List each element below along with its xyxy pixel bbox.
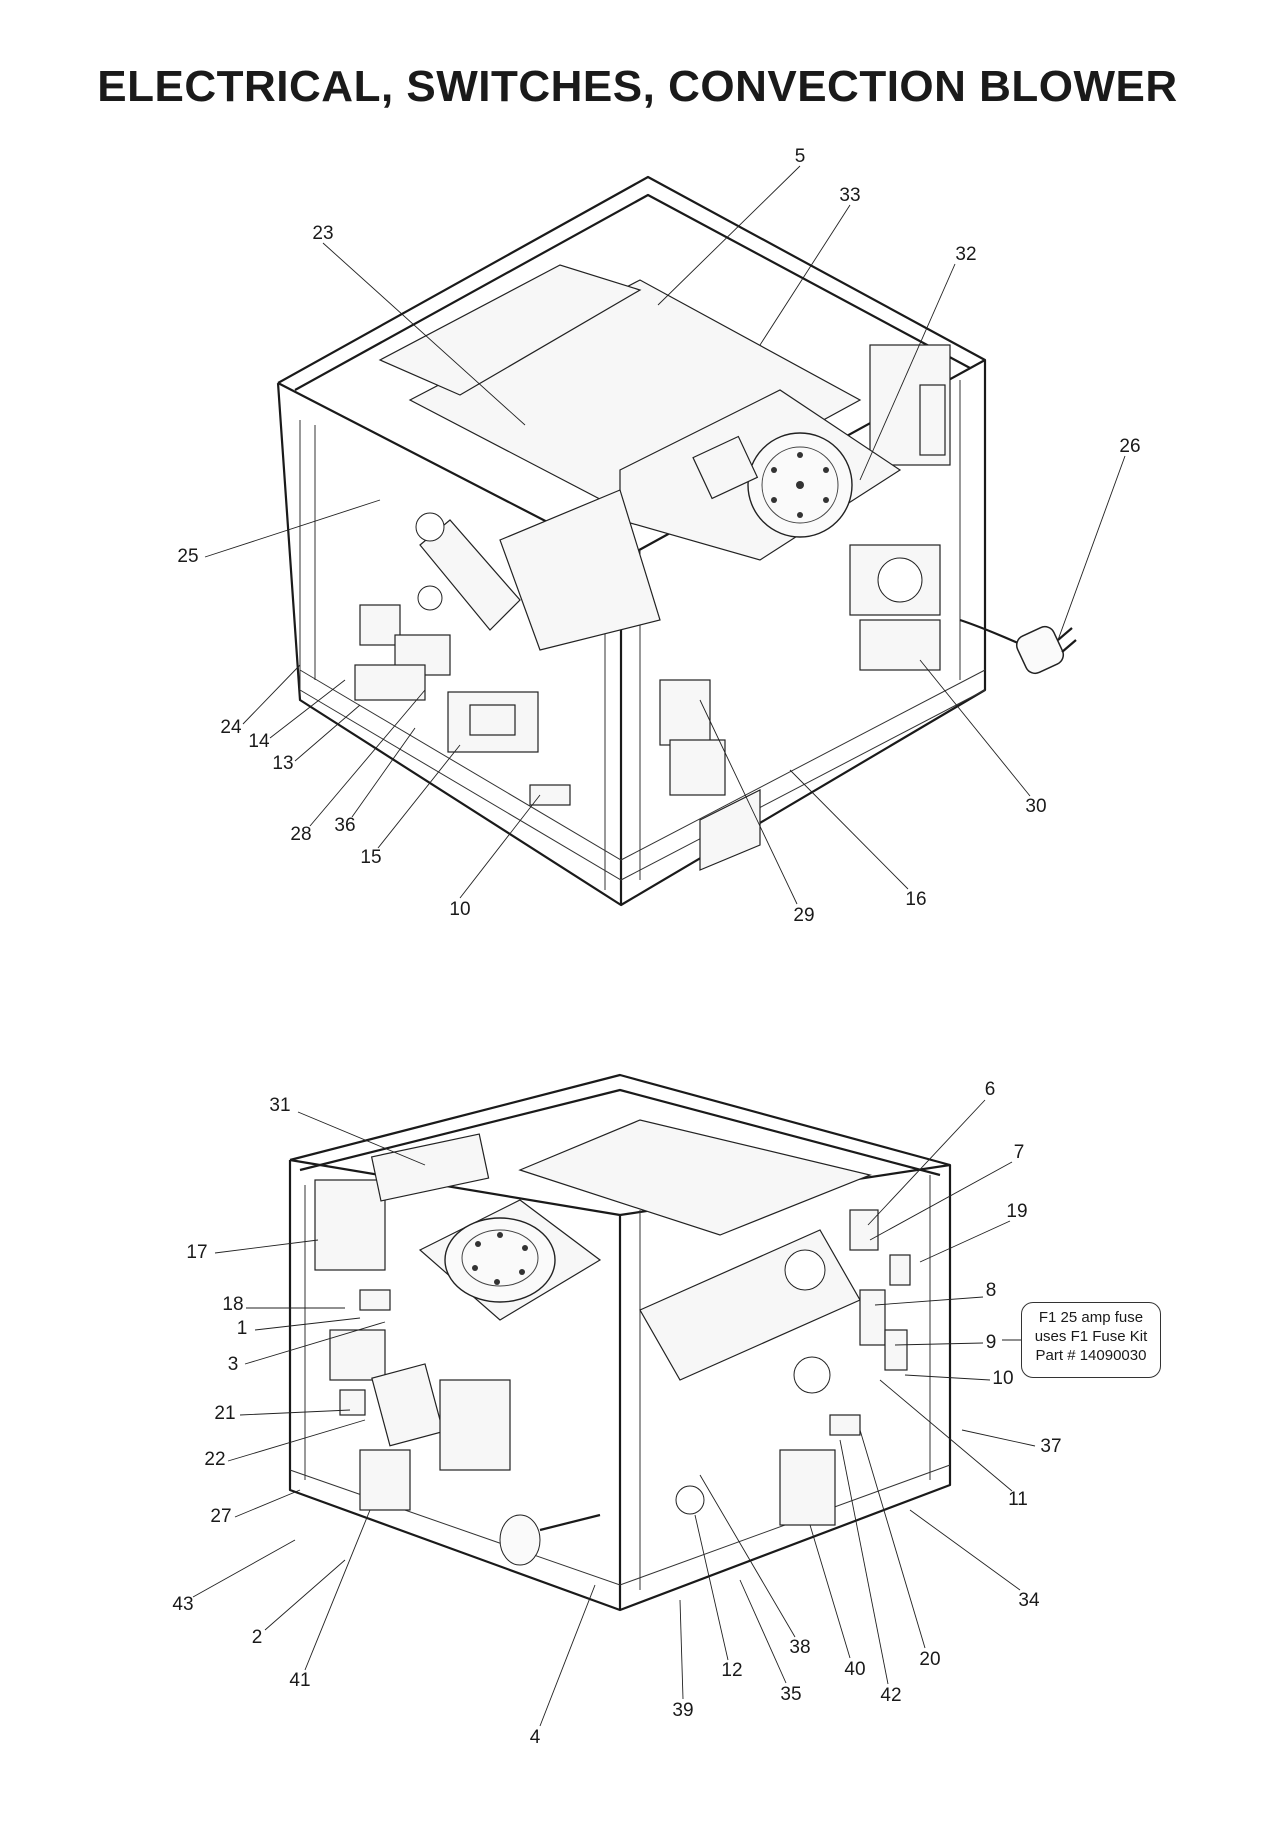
callout-18: 18 <box>222 1294 243 1315</box>
callout-31: 31 <box>269 1095 290 1116</box>
bottom-right-components <box>499 1209 911 1566</box>
callout-30: 30 <box>1025 796 1046 817</box>
bottom-top-housing <box>314 1119 872 1271</box>
power-cord <box>959 618 1077 675</box>
bottom-convection-blower <box>418 1199 602 1321</box>
callout-22: 22 <box>204 1449 225 1470</box>
callout-19: 19 <box>1006 1201 1027 1222</box>
callout-7: 7 <box>1014 1142 1025 1163</box>
callout-38: 38 <box>789 1637 810 1658</box>
callout-40: 40 <box>844 1659 865 1680</box>
bottom-callout-labels: 31 6 7 19 17 8 18 1 9 3 10 21 37 22 11 2… <box>172 1079 1061 1748</box>
callout-6: 6 <box>985 1079 996 1100</box>
callout-15: 15 <box>360 847 381 868</box>
bottom-left-components <box>329 1289 511 1511</box>
callout-1: 1 <box>237 1318 248 1339</box>
callout-23: 23 <box>312 223 333 244</box>
callout-9: 9 <box>986 1332 997 1353</box>
callout-33: 33 <box>839 185 860 206</box>
top-leader-lines <box>204 165 1126 905</box>
callout-26: 26 <box>1119 436 1140 457</box>
page-title: ELECTRICAL, SWITCHES, CONVECTION BLOWER <box>97 62 1178 111</box>
callout-41: 41 <box>289 1670 310 1691</box>
callout-8: 8 <box>986 1280 997 1301</box>
fuse-note-line3: Part # 14090030 <box>1035 1347 1147 1364</box>
callout-3: 3 <box>228 1354 239 1375</box>
callout-13: 13 <box>272 753 293 774</box>
top-diagram-drawing: 5 33 32 23 26 25 24 14 13 28 36 15 10 29… <box>177 146 1140 926</box>
callout-11: 11 <box>1008 1489 1028 1510</box>
top-right-components <box>659 544 941 871</box>
callout-27: 27 <box>210 1506 231 1527</box>
callout-34: 34 <box>1018 1590 1040 1611</box>
callout-10: 10 <box>449 899 470 920</box>
callout-28: 28 <box>290 824 311 845</box>
callout-10b: 10 <box>992 1368 1013 1389</box>
bottom-leader-lines <box>192 1099 1036 1727</box>
convection-blower <box>619 389 902 561</box>
top-left-components <box>354 489 661 806</box>
callout-25: 25 <box>177 546 198 567</box>
callout-2: 2 <box>252 1627 263 1648</box>
callout-42: 42 <box>880 1685 901 1706</box>
fuse-note-line2: uses F1 Fuse Kit <box>1034 1328 1148 1345</box>
callout-21: 21 <box>214 1403 235 1424</box>
callout-4: 4 <box>530 1727 541 1748</box>
fuse-note-line1: F1 25 amp fuse <box>1038 1309 1144 1326</box>
callout-12: 12 <box>721 1660 742 1681</box>
top-exploded-diagram: 5 33 32 23 26 25 24 14 13 28 36 15 10 29… <box>177 146 1140 926</box>
callout-32: 32 <box>955 244 976 265</box>
callout-37: 37 <box>1040 1436 1061 1457</box>
callout-20: 20 <box>919 1649 940 1670</box>
callout-5: 5 <box>795 146 806 167</box>
callout-17: 17 <box>186 1242 207 1263</box>
callout-43: 43 <box>172 1594 193 1615</box>
top-callout-labels: 5 33 32 23 26 25 24 14 13 28 36 15 10 29… <box>177 146 1140 926</box>
callout-39: 39 <box>672 1700 693 1721</box>
callout-16: 16 <box>905 889 926 910</box>
callout-29: 29 <box>793 905 814 926</box>
callout-35: 35 <box>780 1684 801 1705</box>
callout-24: 24 <box>220 717 242 738</box>
callout-36: 36 <box>334 815 355 836</box>
callout-14: 14 <box>248 731 270 752</box>
fuse-note-box: F1 25 amp fuse uses F1 Fuse Kit Part # 1… <box>1021 1302 1161 1378</box>
